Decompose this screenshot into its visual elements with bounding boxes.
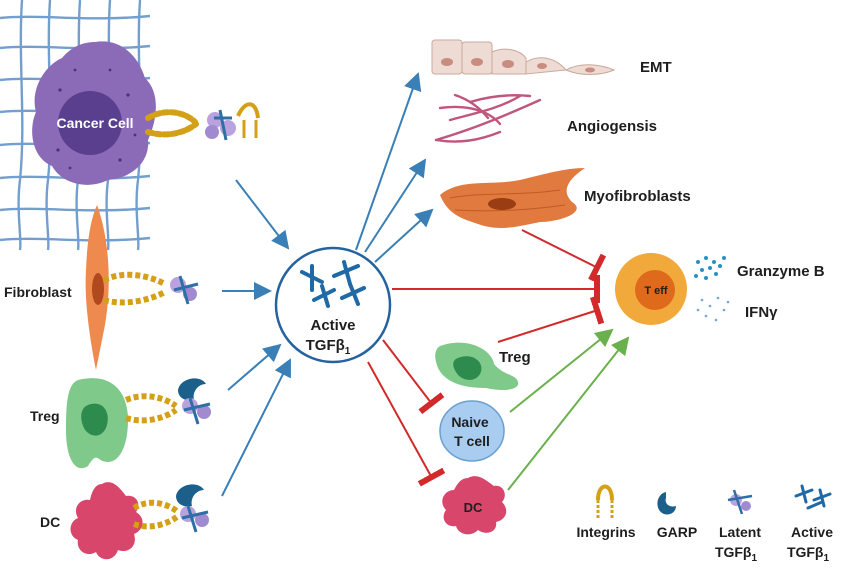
treg-left-label: Treg [30, 408, 60, 424]
legend-garp-label: GARP [657, 524, 697, 540]
inhibit-tgfb-to-dc [367, 361, 446, 487]
legend-active-line2: TGFβ1 [787, 544, 830, 564]
granzyme-dots-icon [694, 256, 726, 280]
legend-active-line1: Active [791, 524, 833, 540]
teff-label: T eff [644, 285, 668, 297]
inhibit-myofibroblast-to-teff [521, 229, 607, 282]
fibroblast-cell [85, 205, 109, 370]
active-tgfb-line1: Active [310, 317, 355, 334]
arrow-to-emt [355, 72, 422, 251]
fibroblast-receptor-complex [102, 271, 199, 306]
arrow-dc-to-teff [507, 336, 630, 491]
dc-left-label: DC [40, 514, 60, 530]
dc-left-cell [70, 482, 143, 560]
arrow-to-myofibroblasts [374, 208, 434, 263]
cancer-cell-label: Cancer Cell [56, 115, 133, 131]
naive-line2: T cell [454, 433, 490, 449]
legend-latent-line2: TGFβ1 [715, 544, 758, 564]
promoting-arrows [507, 328, 630, 491]
ifn-dots-icon [696, 296, 730, 322]
treg-right-cell [435, 342, 519, 390]
angiogenesis-label: Angiogensis [567, 118, 657, 135]
inhibit-treg-to-teff [497, 296, 605, 343]
granzyme-label: Granzyme B [737, 263, 825, 280]
fibroblast-label: Fibroblast [4, 284, 72, 300]
arrow-treg-to-tgfb [227, 343, 282, 391]
arrow-to-angiogenesis [364, 158, 427, 253]
legend-active-tgfb-icon [794, 484, 832, 510]
active-tgfb-line2: TGFβ1 [306, 337, 351, 357]
cancer-cell: Cancer Cell [32, 41, 156, 185]
treg-left-cell [66, 378, 128, 469]
angiogenesis-vessels-icon [434, 93, 542, 143]
arrow-cancer-to-tgfb [235, 179, 290, 250]
myofibroblasts-label: Myofibroblasts [584, 188, 691, 205]
legend: Integrins GARP Latent TGFβ1 Active TGFβ1 [576, 484, 833, 564]
legend-latent-line1: Latent [719, 524, 761, 540]
treg-left-receptor-complex [124, 378, 211, 425]
myofibroblast-cell-icon [440, 168, 585, 228]
ifn-label: IFNγ [745, 304, 778, 321]
dc-right-cell: DC [442, 476, 507, 535]
inhibition-arrows [367, 229, 607, 487]
legend-latent-tgfb-icon [727, 489, 753, 515]
legend-garp-icon [657, 492, 676, 515]
activation-arrows-in [221, 179, 291, 497]
active-tgfb-molecules-icon [300, 260, 366, 308]
active-tgfb-node: Active TGFβ1 [274, 246, 392, 364]
arrow-naive-to-teff [509, 328, 614, 413]
naive-line1: Naive [451, 414, 489, 430]
dc-right-label: DC [464, 500, 483, 515]
inhibit-tgfb-to-naive [382, 339, 445, 415]
teff-cell: T eff [615, 253, 687, 325]
dc-left-receptor-complex [132, 484, 209, 533]
cancer-cell-receptor-complex [145, 102, 260, 141]
naive-t-cell: Naive T cell [439, 400, 505, 462]
legend-integrins-label: Integrins [576, 524, 635, 540]
arrow-dc-to-tgfb [221, 358, 291, 497]
legend-integrins-icon [596, 484, 614, 520]
emt-cells-icon [431, 39, 616, 75]
emt-label: EMT [640, 59, 672, 76]
treg-right-label: Treg [499, 349, 531, 366]
activation-arrows-out [355, 72, 434, 263]
